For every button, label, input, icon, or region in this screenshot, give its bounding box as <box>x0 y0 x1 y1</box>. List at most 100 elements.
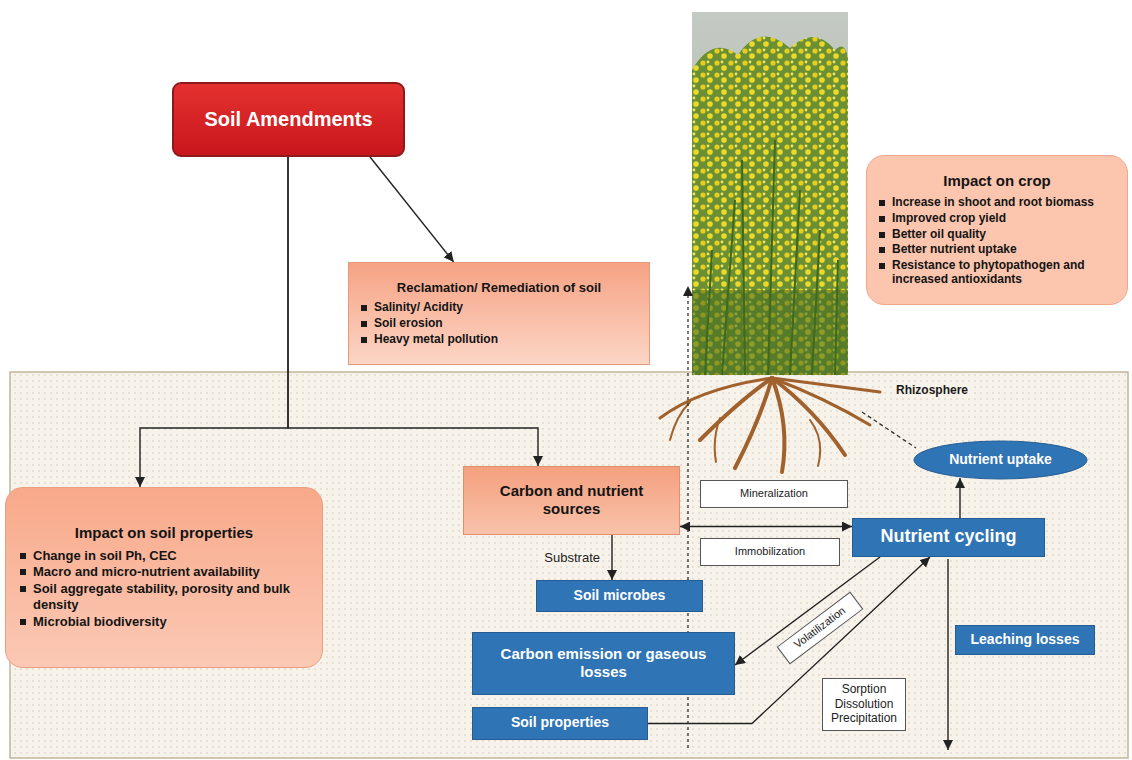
bullet-marker <box>879 216 885 222</box>
text-row: Nutrient cycling <box>880 526 1016 548</box>
bullet-marker <box>879 263 885 269</box>
bullet-row: Salinity/ Acidity <box>361 300 637 315</box>
bullet-text: Better oil quality <box>892 227 986 242</box>
bullet-text: Heavy metal pollution <box>374 332 498 347</box>
text-row: Nutrient uptake <box>949 451 1052 468</box>
text-row: Soil properties <box>511 714 609 731</box>
box-label: Immobilization <box>735 545 805 558</box>
bullet-text: Change in soil Ph, CEC <box>33 548 177 564</box>
box-heading: Impact on crop <box>879 172 1115 190</box>
amendment-box: Soil Amendments <box>172 82 405 157</box>
bullet-text: Resistance to phytopathogen and increase… <box>892 258 1115 287</box>
uptake-ellipse: Nutrient uptake <box>913 440 1088 480</box>
text-row: Mineralization <box>740 487 808 500</box>
box-label: Nutrient uptake <box>949 451 1052 468</box>
cycling-box: Nutrient cycling <box>852 518 1045 557</box>
text-row: Soil Amendments <box>204 107 372 131</box>
root <box>660 378 772 418</box>
root <box>772 378 845 455</box>
text-row: Leaching losses <box>971 631 1080 648</box>
box-label: Carbon emission or gaseous losses <box>481 645 726 682</box>
bullet-marker <box>20 619 26 625</box>
region-label: Rhizosphere <box>893 383 971 397</box>
bullet-row: Better oil quality <box>879 227 1115 242</box>
bullet-row: Microbial biodiversity <box>20 614 308 630</box>
bullet-marker <box>20 586 26 592</box>
text-row: Immobilization <box>735 545 805 558</box>
box-label: Soil properties <box>511 714 609 731</box>
process-label-box: Sorption Dissolution Precipitation <box>822 678 906 731</box>
root <box>772 378 784 472</box>
leaching-box: Leaching losses <box>955 625 1095 655</box>
connector-arrow <box>680 526 852 527</box>
bullet-text: Microbial biodiversity <box>33 614 167 630</box>
bullet-row: Better nutrient uptake <box>879 242 1115 257</box>
emission-box: Carbon emission or gaseous losses <box>472 632 735 695</box>
box-label: Soil Amendments <box>204 107 372 131</box>
bullet-row: Heavy metal pollution <box>361 332 637 347</box>
bullet-row: Soil aggregate stability, porosity and b… <box>20 581 308 613</box>
soil-property-box: Soil properties <box>472 707 648 740</box>
source-box: Carbon and nutrient sources <box>463 466 680 535</box>
box-label: Soil microbes <box>574 587 666 604</box>
bullet-row: Change in soil Ph, CEC <box>20 548 308 564</box>
bullet-marker <box>20 553 26 559</box>
microbe-box: Soil microbes <box>536 580 703 612</box>
box-label: Mineralization <box>740 487 808 500</box>
leaching-arrow <box>947 559 948 750</box>
root-system <box>660 378 880 472</box>
bullet-marker <box>879 232 885 238</box>
dashed-leader <box>862 412 916 448</box>
bullet-row: Improved crop yield <box>879 211 1115 226</box>
bullet-marker <box>361 337 367 343</box>
connector-arrow <box>140 157 288 487</box>
crop-impact-box: Impact on cropIncrease in shoot and root… <box>866 155 1128 305</box>
text-row: Impact on crop <box>879 172 1115 190</box>
text-row: Reclamation/ Remediation of soil <box>361 280 637 296</box>
bullet-text: Macro and micro-nutrient availability <box>33 564 260 580</box>
root <box>772 378 880 392</box>
bullet-row: Soil erosion <box>361 316 637 331</box>
box-label: Leaching losses <box>971 631 1080 648</box>
reclamation-box: Reclamation/ Remediation of soilSalinity… <box>348 262 650 365</box>
bullet-text: Improved crop yield <box>892 211 1006 226</box>
bullet-text: Increase in shoot and root biomass <box>892 195 1094 210</box>
connector-arrow <box>959 478 960 518</box>
box-heading: Impact on soil properties <box>20 524 308 542</box>
box-label: Nutrient cycling <box>880 526 1016 548</box>
bullet-text: Salinity/ Acidity <box>374 300 463 315</box>
text-row: Impact on soil properties <box>20 524 308 542</box>
crop-canopy <box>692 37 848 375</box>
soil-impact-box: Impact on soil propertiesChange in soil … <box>5 487 323 668</box>
crop-photo-sky <box>692 12 848 375</box>
process-label-box: Mineralization <box>700 480 848 508</box>
bullet-text: Soil aggregate stability, porosity and b… <box>33 581 308 613</box>
process-label-box: Immobilization <box>700 538 840 566</box>
box-heading: Reclamation/ Remediation of soil <box>361 280 637 296</box>
bullet-marker <box>20 569 26 575</box>
connector-arrow <box>735 557 880 665</box>
process-label-box: Volatilization <box>777 592 864 665</box>
bullet-text: Better nutrient uptake <box>892 242 1017 257</box>
text-row: Soil microbes <box>574 587 666 604</box>
text-row: Carbon and nutrient sources <box>474 482 669 519</box>
text-row: Sorption Dissolution Precipitation <box>831 682 897 726</box>
box-label: Carbon and nutrient sources <box>474 482 669 519</box>
box-label: Sorption Dissolution Precipitation <box>831 682 897 726</box>
bullet-marker <box>361 321 367 327</box>
connector-arrow <box>611 535 612 580</box>
crop-stalks <box>705 140 838 375</box>
connector-arrow <box>370 157 454 262</box>
bullet-row: Increase in shoot and root biomass <box>879 195 1115 210</box>
box-label: Volatilization <box>791 604 848 652</box>
soil-ground <box>10 372 1128 758</box>
bullet-marker <box>879 200 885 206</box>
bullet-marker <box>879 247 885 253</box>
bullet-row: Macro and micro-nutrient availability <box>20 564 308 580</box>
bullet-text: Soil erosion <box>374 316 443 331</box>
bullet-row: Resistance to phytopathogen and increase… <box>879 258 1115 287</box>
bullet-marker <box>361 305 367 311</box>
text-row: Carbon emission or gaseous losses <box>481 645 726 682</box>
